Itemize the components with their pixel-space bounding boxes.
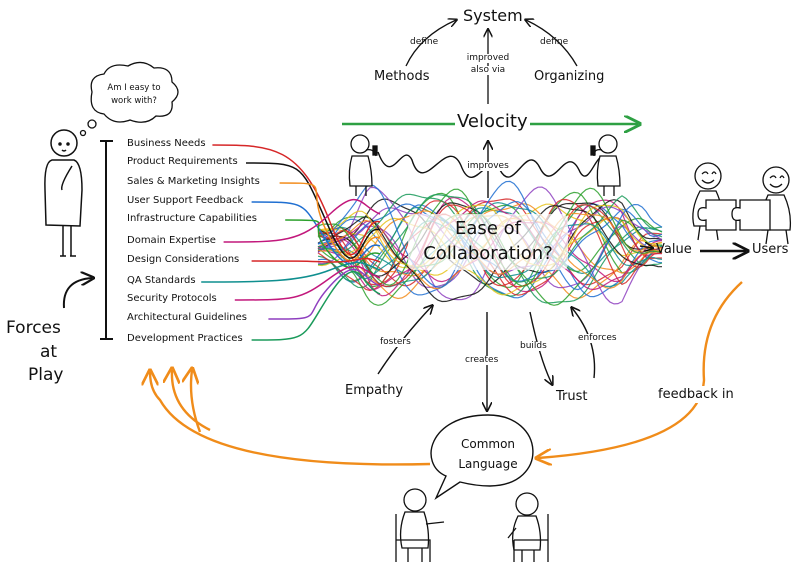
ease-of-collaboration-line1: Ease of: [455, 218, 521, 239]
band-to-value-arrow: [639, 246, 652, 248]
scribble-strand: [317, 200, 663, 291]
improved-label-line1: improved: [462, 54, 514, 63]
common-language-line2: Language: [458, 457, 518, 471]
system-label: System: [463, 6, 523, 25]
scribble-strand: [317, 220, 663, 280]
force-line: [268, 268, 381, 320]
forces-arrow: [62, 278, 92, 309]
force-line: [251, 201, 381, 265]
thought-bubble: [79, 61, 179, 137]
improved-label-line2: also via: [462, 66, 514, 75]
force-item: Design Considerations: [127, 254, 240, 265]
builds-label: builds: [520, 341, 547, 351]
person-with-phone-right: [590, 134, 621, 196]
scribble-strand: [317, 210, 663, 275]
force-item: QA Standards: [127, 275, 196, 286]
force-line: [251, 257, 381, 263]
forces-title-line1: Forces: [6, 318, 61, 338]
speech-bubble: [430, 414, 534, 500]
force-item: Security Protocols: [127, 293, 217, 304]
scribble-strand: [317, 203, 663, 277]
force-lines: [201, 144, 381, 341]
force-line: [279, 182, 381, 262]
person-with-phone-left: [348, 134, 378, 196]
ease-of-collaboration-box: [408, 214, 568, 270]
force-line: [212, 144, 381, 256]
velocity-label: Velocity: [455, 111, 530, 132]
trust-label: Trust: [556, 389, 588, 404]
force-item: Product Requirements: [127, 156, 238, 167]
scribble-strand: [317, 198, 663, 287]
force-line: [201, 261, 381, 283]
force-item: Infrastructure Capabilities: [127, 213, 257, 224]
scribble-strand: [317, 216, 663, 296]
value-label: Value: [656, 242, 692, 257]
force-item: Domain Expertise: [127, 235, 216, 246]
users-label: Users: [752, 242, 789, 257]
forces-title-line3: Play: [28, 365, 64, 385]
force-line: [234, 265, 381, 301]
define-right-label: define: [540, 37, 569, 47]
force-line: [245, 162, 381, 259]
force-line: [251, 270, 381, 341]
methods-label: Methods: [374, 69, 430, 84]
thought-text-line1: Am I easy to: [107, 83, 161, 93]
ease-of-collaboration-line2: Collaboration?: [423, 243, 553, 264]
forces-bracket: [100, 140, 113, 340]
force-item: Business Needs: [127, 138, 206, 149]
fosters-label: fosters: [380, 337, 411, 347]
feedback-label: feedback in: [656, 386, 736, 403]
force-item: User Support Feedback: [127, 195, 244, 206]
thinking-person-figure: [44, 129, 83, 257]
organizing-label: Organizing: [534, 69, 605, 84]
force-item: Development Practices: [127, 333, 243, 344]
scribble-strand: [317, 205, 663, 303]
enforces-label: enforces: [578, 333, 617, 343]
puzzle-piece-icon: [697, 199, 771, 231]
scribble-strand: [317, 198, 663, 285]
scribble-strand: [317, 180, 663, 291]
forces-title-line2: at: [40, 342, 58, 362]
scribble-strand: [317, 204, 663, 273]
force-item: Architectural Guidelines: [127, 312, 247, 323]
empathy-label: Empathy: [345, 383, 404, 398]
seated-person-right: [507, 492, 549, 562]
seated-person-left: [395, 488, 445, 562]
thought-text-line2: work with?: [111, 96, 157, 106]
force-item: Sales & Marketing Insights: [127, 176, 260, 187]
improves-label: improves: [464, 162, 512, 171]
common-language-line1: Common: [460, 437, 516, 451]
creates-label: creates: [463, 355, 501, 365]
define-left-label: define: [410, 37, 439, 47]
force-line: [223, 198, 381, 243]
